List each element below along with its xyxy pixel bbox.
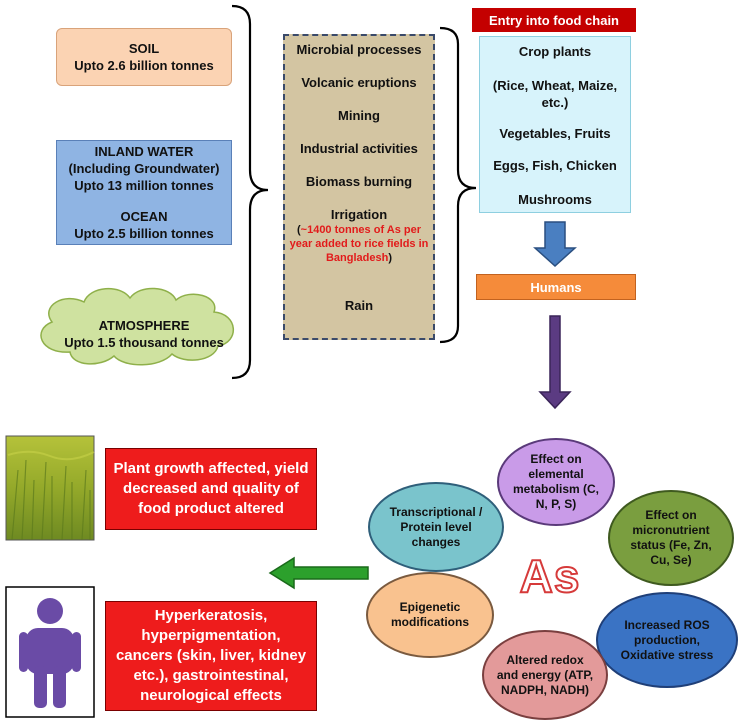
down-arrow-blue — [533, 221, 577, 268]
atmosphere-cloud — [40, 287, 235, 366]
person-icon — [5, 586, 95, 718]
effect-ros: Increased ROS production, Oxidative stre… — [596, 592, 738, 688]
irrigation-note-close: ) — [388, 252, 393, 264]
arsenic-symbol: As — [519, 549, 581, 603]
effect-redox: Altered redox and energy (ATP, NADPH, NA… — [482, 630, 608, 720]
effect-elemental-metabolism-label: Effect on elemental metabolism (C, N, P,… — [512, 452, 599, 511]
food-chain-header: Entry into food chain — [472, 8, 636, 32]
process-microbial: Microbial processes — [296, 42, 422, 57]
right-brace — [439, 26, 477, 344]
inland-water-title: INLAND WATER — [94, 144, 194, 159]
left-brace — [231, 4, 269, 380]
human-effects-text: Hyperkeratosis, hyperpigmentation, cance… — [115, 607, 307, 704]
food-vegetables: Vegetables, Fruits — [499, 126, 611, 141]
effect-ros-label: Increased ROS production, Oxidative stre… — [620, 617, 714, 662]
process-industrial: Industrial activities — [300, 141, 418, 156]
atmosphere-amount: Upto 1.5 thousand tonnes — [64, 335, 224, 350]
food-chain-header-label: Entry into food chain — [489, 12, 619, 28]
effect-elemental-metabolism: Effect on elemental metabolism (C, N, P,… — [497, 438, 615, 526]
soil-title: SOIL — [128, 41, 160, 56]
process-box: Microbial processes Volcanic eruptions M… — [283, 34, 435, 340]
food-crop-plants: Crop plants — [518, 44, 592, 59]
soil-box: SOIL Upto 2.6 billion tonnes — [56, 28, 232, 86]
plant-effects-box: Plant growth affected, yield decreased a… — [105, 448, 317, 530]
inland-water-amount: Upto 13 million tonnes — [74, 178, 214, 193]
process-rain: Rain — [344, 298, 374, 313]
humans-label: Humans — [530, 279, 582, 295]
atmosphere-box: ATMOSPHERE Upto 1.5 thousand tonnes — [56, 314, 232, 354]
inland-water-subtitle: (Including Groundwater) — [68, 161, 220, 176]
atmosphere-title: ATMOSPHERE — [98, 318, 190, 333]
humans-box: Humans — [476, 274, 636, 300]
effect-micronutrient: Effect on micronutrient status (Fe, Zn, … — [608, 490, 734, 586]
food-crop-examples: (Rice, Wheat, Maize, etc.) — [492, 78, 618, 110]
food-animal: Eggs, Fish, Chicken — [493, 158, 617, 173]
irrigation-note-wrap: (~1400 tonnes of As per year added to ri… — [289, 223, 429, 265]
irrigation-note-open: ( — [296, 224, 301, 236]
process-biomass: Biomass burning — [305, 174, 413, 189]
effect-transcriptional-label: Transcriptional / Protein level changes — [389, 504, 483, 549]
food-chain-box: Crop plants (Rice, Wheat, Maize, etc.) V… — [479, 36, 631, 213]
effect-epigenetic: Epigenetic modifications — [366, 572, 494, 658]
soil-amount: Upto 2.6 billion tonnes — [74, 58, 214, 73]
human-effects-box: Hyperkeratosis, hyperpigmentation, cance… — [105, 601, 317, 711]
effect-epigenetic-label: Epigenetic modifications — [390, 600, 469, 629]
process-mining: Mining — [338, 108, 380, 123]
effect-micronutrient-label: Effect on micronutrient status (Fe, Zn, … — [630, 508, 712, 567]
left-arrow-green — [268, 556, 369, 590]
plant-effects-text: Plant growth affected, yield decreased a… — [113, 460, 309, 517]
ocean-amount: Upto 2.5 billion tonnes — [74, 226, 214, 241]
irrigation-note: ~1400 tonnes of As per year added to ric… — [289, 224, 429, 264]
arsenic-label: As — [510, 548, 590, 604]
process-volcanic: Volcanic eruptions — [301, 75, 417, 90]
rice-field-image — [5, 435, 95, 541]
down-arrow-purple — [538, 315, 572, 410]
effect-transcriptional: Transcriptional / Protein level changes — [368, 482, 504, 572]
effect-redox-label: Altered redox and energy (ATP, NADPH, NA… — [496, 652, 594, 697]
process-irrigation: Irrigation — [330, 207, 388, 222]
water-box: INLAND WATER (Including Groundwater) Upt… — [56, 140, 232, 245]
food-mushrooms: Mushrooms — [518, 192, 592, 207]
ocean-title: OCEAN — [120, 209, 168, 224]
